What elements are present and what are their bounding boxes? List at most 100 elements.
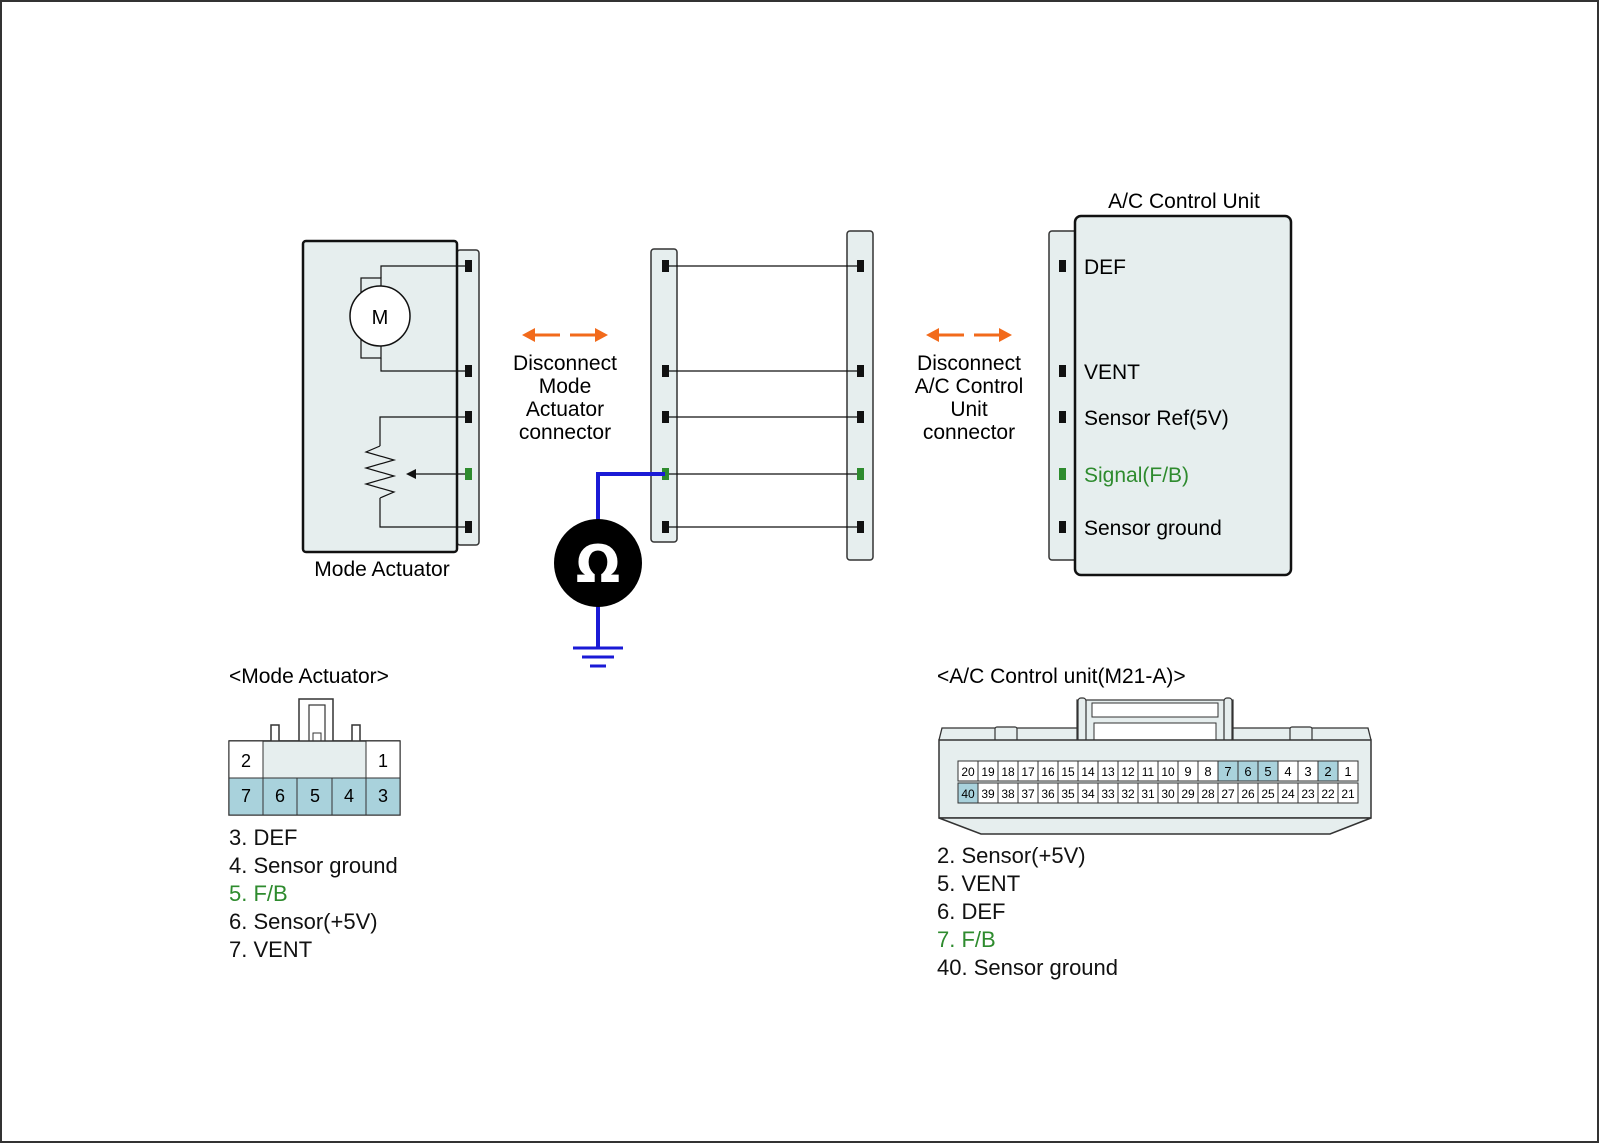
ac-pin-number: 10	[1161, 765, 1175, 779]
legend-item: 7. VENT	[229, 937, 313, 962]
legend-item: 5. VENT	[937, 871, 1021, 896]
potentiometer-icon	[363, 416, 468, 528]
legend-item-signal: 5. F/B	[229, 881, 288, 906]
ac-pin-number: 28	[1201, 787, 1215, 801]
actuator-pin	[465, 521, 472, 533]
disconnect-right-line: A/C Control	[915, 375, 1024, 398]
mode-pin-number: 6	[275, 786, 285, 806]
mode-pin-number: 2	[241, 751, 251, 771]
probe-lead	[596, 472, 665, 522]
ac-pin-number: 21	[1341, 787, 1355, 801]
disconnect-left-label: Disconnect Mode Actuator connector	[513, 352, 617, 444]
legend-item: 2. Sensor(+5V)	[937, 843, 1086, 868]
mode-connector-face: 2 1 7 6 5 4 3	[228, 698, 401, 816]
mode-connector-legend: 3. DEF 4. Sensor ground 5. F/B 6. Sensor…	[229, 824, 398, 964]
pin-label-sensor-ground: Sensor ground	[1084, 517, 1222, 540]
ac-pin-number: 40	[961, 787, 975, 801]
actuator-pin	[465, 411, 472, 423]
legend-item: 6. Sensor(+5V)	[229, 909, 378, 934]
mode-pin-number: 3	[378, 786, 388, 806]
disconnect-right-line: Unit	[950, 398, 988, 421]
ac-connector-legend: 2. Sensor(+5V) 5. VENT 6. DEF 7. F/B 40.…	[937, 842, 1118, 982]
mode-pin-number: 7	[241, 786, 251, 806]
arrow-left-icon	[522, 328, 535, 342]
disconnect-left-line: connector	[519, 421, 611, 444]
ac-pin-number: 2	[1324, 764, 1331, 779]
legend-item-signal: 7. F/B	[937, 927, 996, 952]
ac-pin-number: 37	[1021, 787, 1035, 801]
arrow-right-icon	[999, 328, 1012, 342]
disconnect-right-line: connector	[923, 421, 1015, 444]
mode-actuator-label: Mode Actuator	[314, 558, 449, 581]
ac-pin-number: 19	[981, 765, 995, 779]
actuator-pin	[465, 365, 472, 377]
ac-pin-number: 15	[1061, 765, 1075, 779]
ac-pin-number: 38	[1001, 787, 1015, 801]
harness-pins-right	[857, 260, 864, 533]
ac-pin-number: 18	[1001, 765, 1015, 779]
arrow-right-icon	[595, 328, 608, 342]
ac-pin-number: 14	[1081, 765, 1095, 779]
ac-pin-number: 4	[1284, 764, 1291, 779]
ac-pin-number: 33	[1101, 787, 1115, 801]
pin-label-vent: VENT	[1084, 361, 1140, 384]
disconnect-left-line: Mode	[539, 375, 592, 398]
control-unit-pins	[1059, 260, 1066, 533]
legend-item: 3. DEF	[229, 825, 298, 850]
mode-pin-number: 5	[310, 786, 320, 806]
control-unit-body	[1073, 214, 1293, 577]
ac-pin-number: 17	[1021, 765, 1035, 779]
pin-label-signal: Signal(F/B)	[1084, 464, 1189, 487]
ac-pin-number: 22	[1321, 787, 1335, 801]
disconnect-right-line: Disconnect	[917, 352, 1021, 375]
ac-pin-number: 8	[1204, 764, 1211, 779]
actuator-pin-signal	[465, 468, 472, 480]
harness	[650, 230, 874, 561]
disconnect-right-arrows	[926, 328, 1012, 342]
mode-actuator: M Mode Actuator	[301, 239, 480, 581]
legend-item: 4. Sensor ground	[229, 853, 398, 878]
mode-pin-number: 4	[344, 786, 354, 806]
ac-pin-cell	[1337, 782, 1359, 804]
ac-pin-number: 29	[1181, 787, 1195, 801]
ac-pin-number: 12	[1121, 765, 1135, 779]
control-unit-title: A/C Control Unit	[1108, 190, 1260, 213]
pin-label-def: DEF	[1084, 256, 1126, 279]
ac-pin-number: 7	[1224, 764, 1231, 779]
legend-item: 40. Sensor ground	[937, 955, 1119, 980]
ac-pin-number: 9	[1184, 764, 1191, 779]
ac-pin-number: 20	[961, 765, 975, 779]
ohm-meter-icon: Ω	[554, 472, 665, 668]
actuator-pins	[465, 260, 472, 533]
harness-pins-left	[662, 260, 669, 533]
disconnect-left-arrows	[522, 328, 608, 342]
ac-pin-number: 13	[1101, 765, 1115, 779]
ground-symbol-icon	[573, 646, 623, 668]
ac-pin-number: 30	[1161, 787, 1175, 801]
ac-pin-number: 11	[1142, 765, 1155, 779]
disconnect-left-line: Disconnect	[513, 352, 617, 375]
ac-pin-number: 35	[1061, 787, 1075, 801]
mode-pin-number: 1	[378, 751, 388, 771]
ac-connector-title: <A/C Control unit(M21-A)>	[937, 665, 1186, 688]
ac-control-unit: A/C Control Unit DEF VENT Sensor Ref(5V)…	[1048, 190, 1293, 577]
ac-pin-number: 36	[1041, 787, 1055, 801]
ac-pin-number: 26	[1241, 787, 1255, 801]
ac-pin-cell	[1337, 760, 1359, 782]
motor-letter: M	[372, 307, 389, 329]
pin-label-sensor-ref: Sensor Ref(5V)	[1084, 407, 1229, 430]
actuator-connector-strip	[456, 249, 480, 546]
ac-pin-number: 1	[1344, 764, 1351, 779]
ohm-symbol: Ω	[576, 535, 620, 595]
disconnect-right-label: Disconnect A/C Control Unit connector	[915, 352, 1024, 444]
ac-pin-number: 39	[981, 787, 995, 801]
ac-pin-number: 5	[1264, 764, 1271, 779]
ac-pin-number: 34	[1081, 787, 1095, 801]
disconnect-left-line: Actuator	[526, 398, 604, 421]
ac-pin-number: 16	[1041, 765, 1055, 779]
legend-item: 6. DEF	[937, 899, 1006, 924]
ac-pin-number: 24	[1281, 787, 1295, 801]
